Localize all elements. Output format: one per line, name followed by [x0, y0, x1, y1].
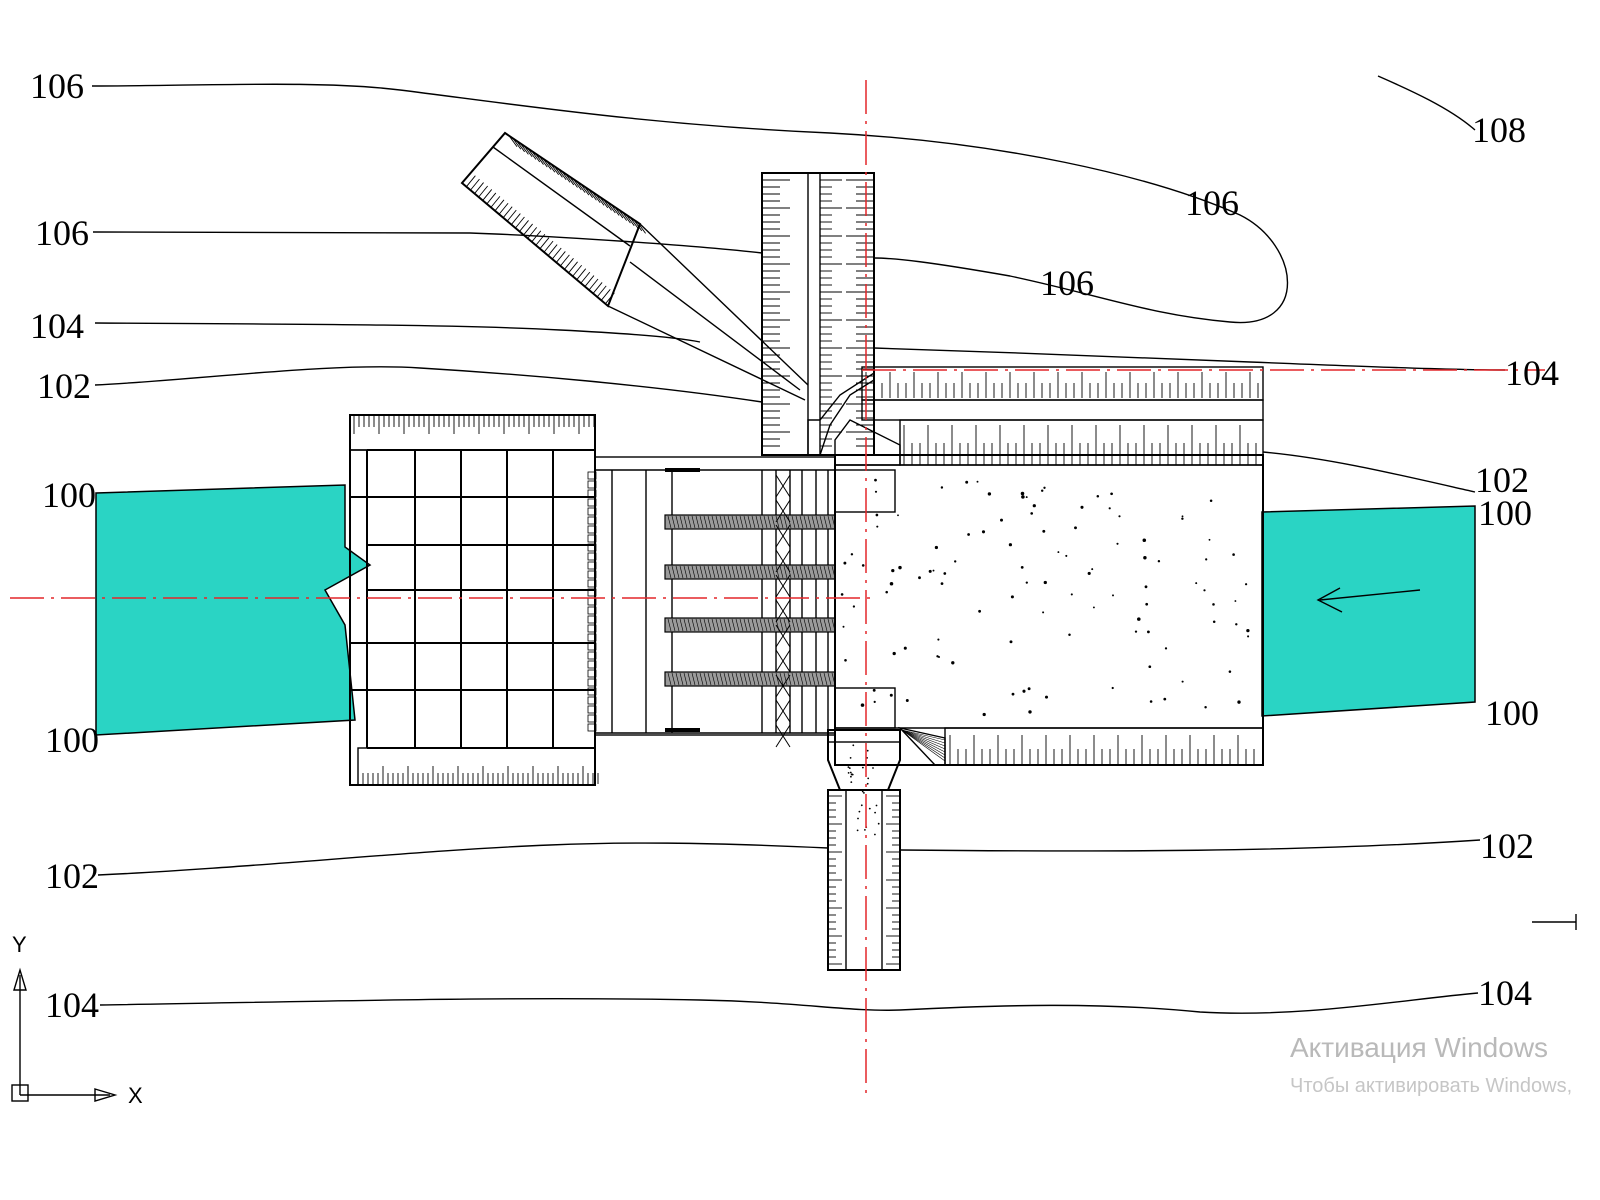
- label-108: 108: [1472, 110, 1526, 150]
- angled-feed-tube: [460, 131, 809, 401]
- vertical-top-column: [761, 172, 875, 456]
- label-100-left-upper: 100: [42, 475, 96, 515]
- label-106-mid: 106: [1040, 263, 1094, 303]
- right-chamber: [834, 366, 1264, 766]
- axis-y-label: Y: [12, 932, 27, 957]
- middle-plate-block: [587, 456, 836, 748]
- axis-x-label: X: [128, 1083, 143, 1108]
- label-104-left-upper: 104: [30, 306, 84, 346]
- label-104-right-upper: 104: [1505, 353, 1559, 393]
- left-fill-region: [95, 484, 372, 736]
- label-102-left-lower: 102: [45, 856, 99, 896]
- label-100-right-lower: 100: [1485, 693, 1539, 733]
- left-grid-block: [349, 414, 599, 786]
- label-106-upper-mid: 106: [1185, 183, 1239, 223]
- vertical-bottom-column: [827, 729, 901, 971]
- leader-lines: [91, 75, 1577, 1014]
- label-106-top: 106: [30, 66, 84, 106]
- windows-activation-subtext: Чтобы активировать Windows,: [1290, 1075, 1572, 1097]
- label-100-right-upper: 100: [1478, 493, 1532, 533]
- label-102-left-upper: 102: [37, 366, 91, 406]
- label-102-right-lower: 102: [1480, 826, 1534, 866]
- windows-activation-watermark: Активация Windows: [1290, 1032, 1548, 1063]
- flow-arrow-icon: [1316, 587, 1421, 613]
- label-106-left: 106: [35, 213, 89, 253]
- reference-labels: 106 108 106 106 106 104 104 102 102 100 …: [30, 66, 1559, 1025]
- label-102-right-upper: 102: [1475, 460, 1529, 500]
- label-104-left-lower: 104: [45, 985, 99, 1025]
- label-104-right-lower: 104: [1478, 973, 1532, 1013]
- ucs-axis-icon: Y X: [11, 932, 143, 1108]
- right-fill-region: [1261, 505, 1476, 717]
- label-100-left-lower: 100: [45, 720, 99, 760]
